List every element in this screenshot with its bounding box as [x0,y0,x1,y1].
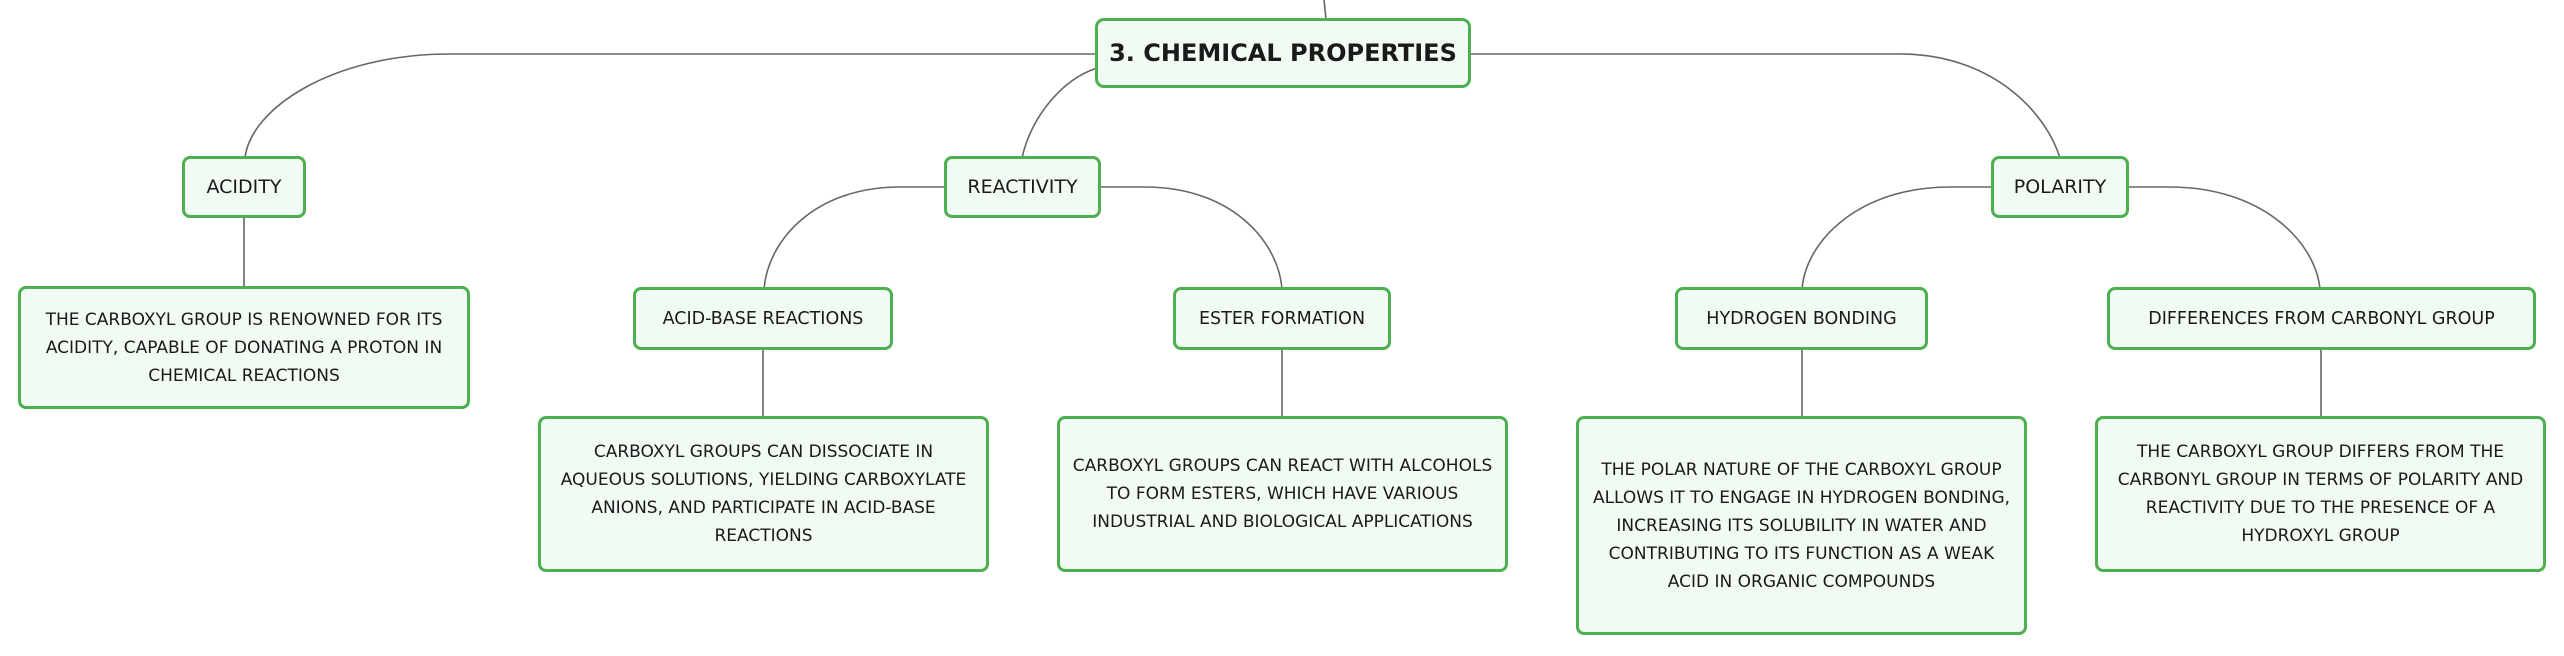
node-ester-formation[interactable]: ESTER FORMATION [1173,287,1391,350]
carbonyl-description-node[interactable]: THE CARBOXYL GROUP DIFFERS FROM THE CARB… [2095,416,2546,572]
connector-polarity-to-hydrogen [1801,186,1993,290]
root-node-label: 3. CHEMICAL PROPERTIES [1109,39,1457,67]
connector-parent-to-root [1323,0,1327,20]
node-acidity[interactable]: ACIDITY [182,156,306,218]
acid-base-description-node[interactable]: CARBOXYL GROUPS CAN DISSOCIATE IN AQUEOU… [538,416,989,572]
node-hydrogen-bonding[interactable]: HYDROGEN BONDING [1675,287,1928,350]
connector-root-to-polarity [1469,53,2061,159]
node-reactivity[interactable]: REACTIVITY [944,156,1101,218]
root-node-chemical-properties[interactable]: 3. CHEMICAL PROPERTIES [1095,18,1471,88]
node-acidity-label: ACIDITY [206,176,282,198]
acid-base-description-text: CARBOXYL GROUPS CAN DISSOCIATE IN AQUEOU… [560,442,967,546]
node-polarity-label: POLARITY [2013,176,2107,198]
acidity-description-node[interactable]: THE CARBOXYL GROUP IS RENOWNED FOR ITS A… [18,286,470,409]
node-acid-base-reactions-label: ACID-BASE REACTIONS [662,308,864,329]
ester-description-text: CARBOXYL GROUPS CAN REACT WITH ALCOHOLS … [1072,456,1493,532]
carbonyl-description-text: THE CARBOXYL GROUP DIFFERS FROM THE CARB… [2117,442,2524,546]
acidity-description-text: THE CARBOXYL GROUP IS RENOWNED FOR ITS A… [45,309,443,386]
hydrogen-bonding-description-text: THE POLAR NATURE OF THE CARBOXYL GROUP A… [1592,459,2011,592]
connector-root-to-reactivity [1021,67,1098,159]
connector-polarity-to-carbonyl [2127,186,2321,290]
node-ester-formation-label: ESTER FORMATION [1198,308,1366,329]
node-hydrogen-bonding-label: HYDROGEN BONDING [1706,308,1897,329]
node-reactivity-label: REACTIVITY [967,176,1078,198]
node-differences-from-carbonyl-label: DIFFERENCES FROM CARBONYL GROUP [2148,308,2495,329]
hydrogen-bonding-description-node[interactable]: THE POLAR NATURE OF THE CARBOXYL GROUP A… [1576,416,2027,635]
node-differences-from-carbonyl[interactable]: DIFFERENCES FROM CARBONYL GROUP [2107,287,2536,350]
ester-description-node[interactable]: CARBOXYL GROUPS CAN REACT WITH ALCOHOLS … [1057,416,1508,572]
node-polarity[interactable]: POLARITY [1991,156,2129,218]
connector-reactivity-to-ester [1099,186,1283,290]
connector-root-to-acidity [244,53,1097,159]
connector-reactivity-to-acid-base [763,186,946,290]
node-acid-base-reactions[interactable]: ACID-BASE REACTIONS [633,287,893,350]
